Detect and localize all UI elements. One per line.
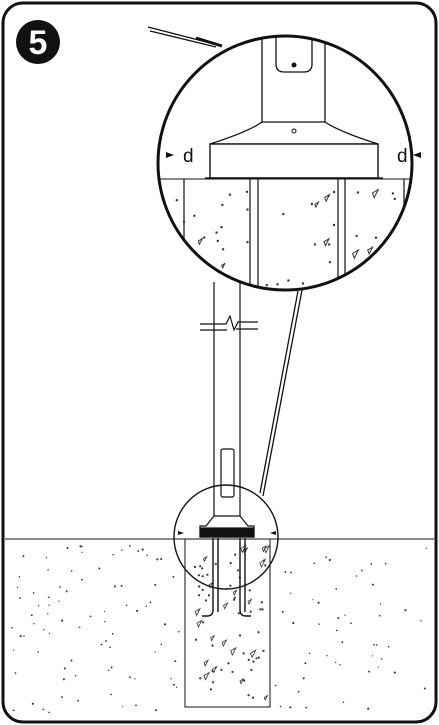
detail-circle-small (173, 484, 279, 590)
step-number: 5 (29, 24, 48, 62)
dimension-label-left: d (183, 146, 194, 167)
dimension-label-right: d (397, 146, 408, 167)
small-dimension-arrows (178, 531, 276, 535)
step-badge: 5 (16, 20, 60, 64)
pole-base-small (199, 515, 255, 538)
soil-texture (11, 545, 428, 714)
dimension-callouts: d d (166, 146, 421, 167)
zoom-access-door (275, 36, 313, 73)
zoom-detail-content (158, 36, 412, 290)
wire-leader (147, 26, 223, 48)
leader-lines (259, 289, 303, 497)
pole (213, 282, 241, 516)
concrete-footing (184, 538, 271, 708)
right-arrow-icon (413, 152, 421, 158)
zoom-base-block (209, 143, 379, 179)
anchor-bolts (202, 538, 251, 617)
left-arrow-icon (166, 152, 174, 158)
pole-break-symbol (200, 314, 258, 332)
pole-access-door (220, 448, 235, 498)
